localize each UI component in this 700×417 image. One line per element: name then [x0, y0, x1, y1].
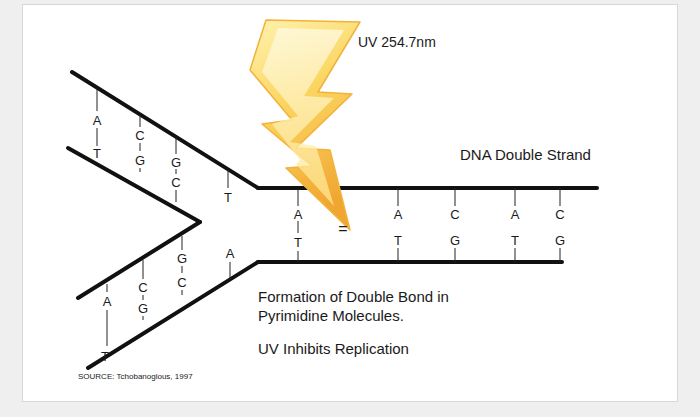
strand-label: DNA Double Strand [460, 146, 591, 165]
base-letter: G [450, 234, 460, 247]
base-letter: A [103, 295, 112, 308]
uv-bolt-highlight [262, 28, 344, 206]
base-letter: G [177, 252, 187, 265]
base-letter: T [511, 234, 519, 247]
base-letter: A [294, 208, 303, 221]
base-letter: T [224, 191, 232, 204]
base-letter: C [138, 281, 147, 294]
caption-note: Formation of Double Bond in Pyrimidine M… [258, 288, 454, 326]
base-letter: C [450, 208, 459, 221]
base-letter: C [555, 208, 564, 221]
source-note: SOURCE: Tchobanoglous, 1997 [78, 372, 193, 382]
base-letter: A [394, 208, 403, 221]
base-letter: T [93, 147, 101, 160]
base-letter: A [226, 247, 235, 260]
base-letter: A [93, 114, 102, 127]
base-letter: T [294, 236, 302, 249]
base-letter: G [138, 302, 148, 315]
double-bond-sign: = [338, 221, 347, 237]
base-letter: C [171, 176, 180, 189]
base-letter: T [101, 350, 109, 363]
uv-label: UV 254.7nm [358, 34, 436, 52]
caption-note: UV Inhibits Replication [258, 340, 409, 359]
base-letter: G [171, 156, 181, 169]
base-ticks [97, 88, 560, 346]
base-letter: C [135, 129, 144, 142]
base-letter: G [555, 234, 565, 247]
base-letter: G [135, 154, 145, 167]
base-letter: A [511, 208, 520, 221]
base-letter: T [394, 234, 402, 247]
base-letter: C [177, 276, 186, 289]
dna-strand [68, 72, 597, 368]
uv-lightning-bolt [250, 20, 360, 230]
